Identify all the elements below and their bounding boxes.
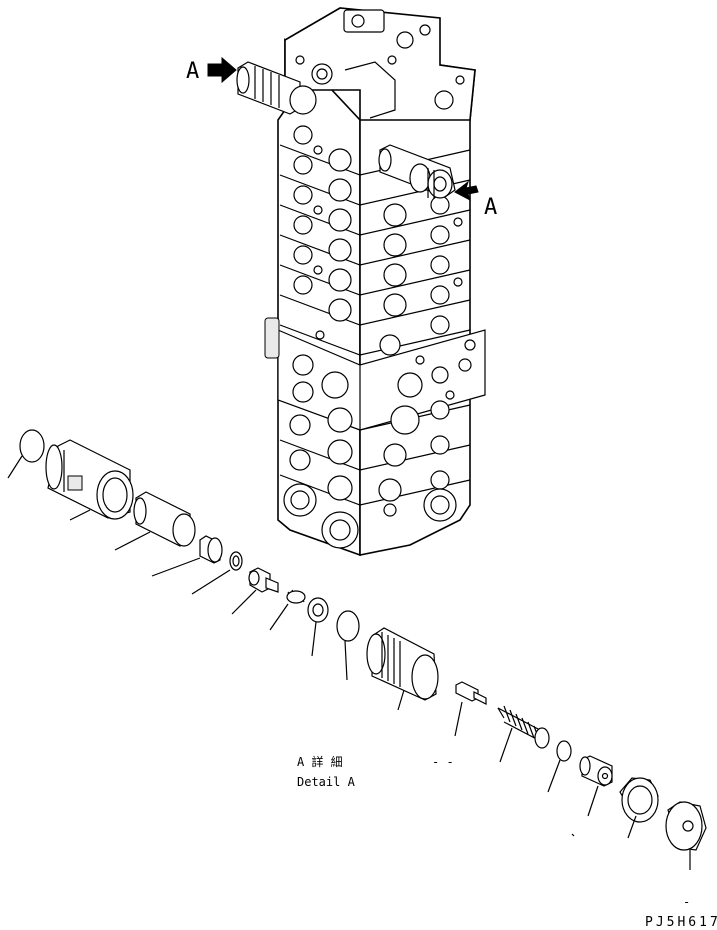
left-face-ports: [289, 125, 353, 501]
seal-ring: [307, 597, 329, 657]
o-ring-1: [7, 429, 45, 479]
dash-mark: - -: [432, 755, 454, 769]
control-valve-assembly: [236, 7, 486, 557]
bottom-mark: -: [683, 895, 690, 909]
exploded-components: [7, 429, 707, 870]
washer-1: [191, 551, 243, 595]
o-ring-2: [336, 610, 360, 681]
collar: [151, 535, 223, 577]
view-arrow-right: A: [454, 180, 497, 220]
o-ring-3: [547, 740, 572, 793]
view-arrow-top-label: A: [186, 59, 199, 84]
threaded-plug: [366, 627, 439, 711]
plug-body: [45, 439, 134, 521]
cap: [665, 801, 707, 870]
pin: [454, 681, 487, 737]
piston: [114, 491, 196, 551]
detail-title-en: Detail A: [297, 775, 356, 789]
drawing-code: PJ5H617: [645, 915, 717, 930]
poppet: [579, 755, 613, 817]
nut: [619, 777, 659, 839]
view-arrow-top: A: [186, 56, 237, 84]
bolt: [231, 567, 279, 615]
main-spring: [497, 705, 550, 763]
valve-end-block: [283, 483, 457, 549]
small-spring: [269, 589, 306, 631]
valve-a-upper: [236, 61, 317, 115]
view-arrow-right-label: A: [484, 195, 497, 220]
detail-title-jp: A 詳 細: [297, 754, 343, 769]
valve-a-right: [378, 144, 456, 199]
